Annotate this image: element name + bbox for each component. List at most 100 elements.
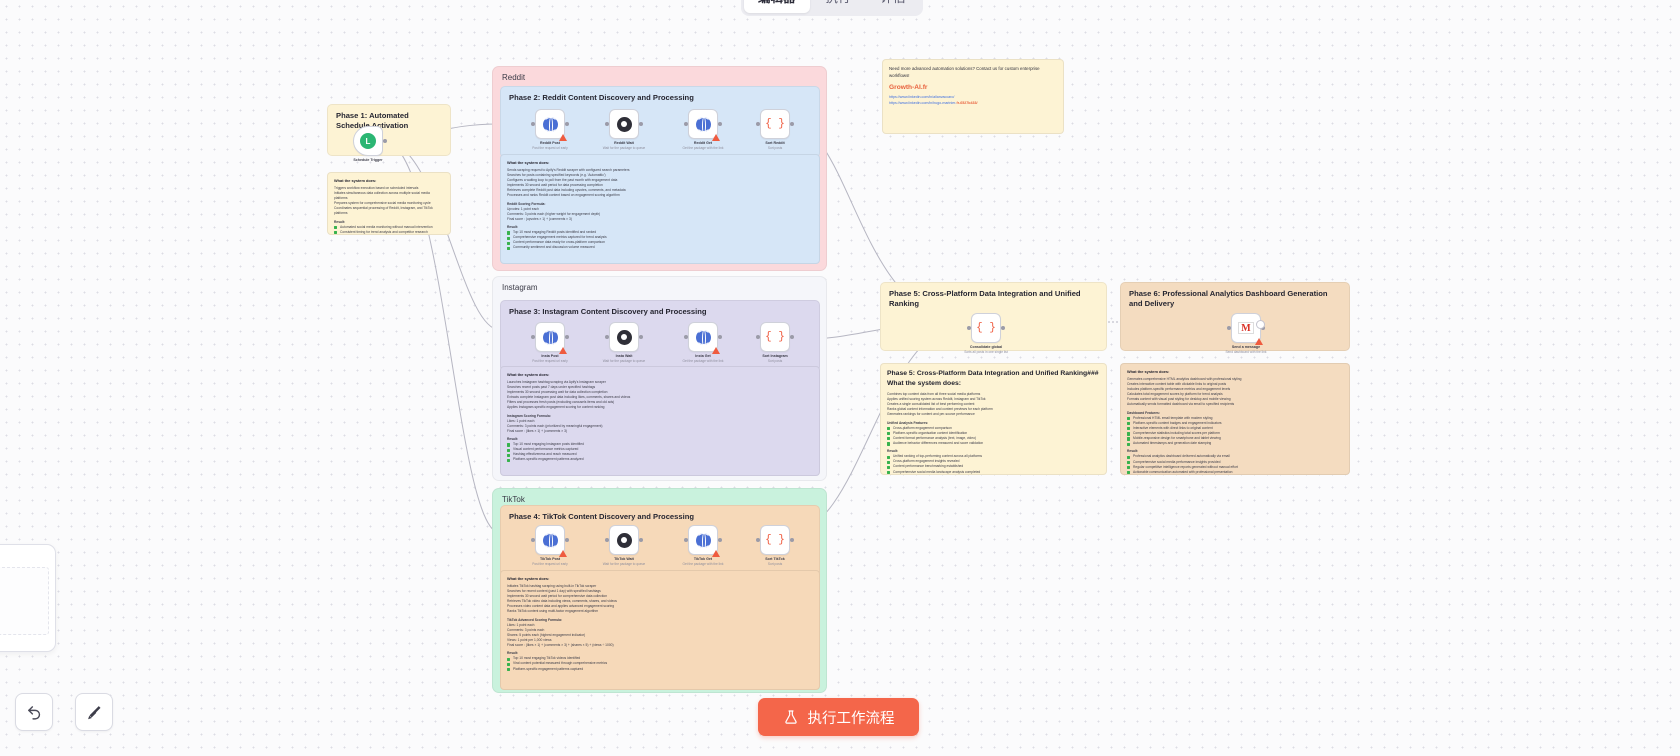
- node-insta-post[interactable]: Insta Post Post the request url early: [531, 322, 569, 363]
- node-reddit-get[interactable]: Reddit Get Get the package with the link: [683, 109, 723, 150]
- node-output-port[interactable]: [383, 139, 387, 143]
- node-output-port[interactable]: [790, 538, 794, 542]
- note-scoring-label: Instagram Scoring Formula:: [507, 413, 551, 418]
- node-input-port[interactable]: [967, 326, 971, 330]
- node-tiktok-get[interactable]: TikTok Get Get the package with the link: [683, 525, 723, 566]
- node-consolidate-global[interactable]: { } Consolidate global Sorts all posts i…: [964, 313, 1008, 354]
- node-input-port[interactable]: [684, 335, 688, 339]
- node-subtitle: Sort posts: [767, 359, 783, 363]
- promo-link-2-text: https://www.linkedin.com/in/hugo-marinie…: [889, 101, 957, 106]
- node-input-port[interactable]: [531, 122, 535, 126]
- tab-editor[interactable]: 编辑器: [744, 0, 810, 13]
- tab-executions[interactable]: 执行: [812, 0, 865, 13]
- note-scoring-label: Unified Analysis Features:: [887, 420, 929, 425]
- note-scoring: Final score : (likes × 1) + (comments × …: [507, 428, 568, 433]
- node-title: Reddit Post: [540, 141, 560, 145]
- node-subtitle: Sorts all posts in one single list: [964, 350, 1008, 354]
- node-input-port[interactable]: [605, 335, 609, 339]
- node-insta-wait[interactable]: Insta Wait Wait for the package to queue: [603, 322, 645, 363]
- note-result-label: Result:: [507, 651, 519, 656]
- node-output-port[interactable]: [565, 335, 569, 339]
- node-input-port[interactable]: [605, 122, 609, 126]
- node-output-port[interactable]: [565, 122, 569, 126]
- node-input-port[interactable]: [531, 335, 535, 339]
- node-subtitle: Wait for the package to queue: [602, 562, 646, 566]
- node-output-port[interactable]: [718, 122, 722, 126]
- node-sort-reddit[interactable]: { } Sort Reddit Sort posts: [756, 109, 794, 150]
- phase-5-title: Phase 5: Cross-Platform Data Integration…: [889, 289, 1081, 309]
- node-sort-tiktok[interactable]: { } Sort TikTok Sort posts: [756, 525, 794, 566]
- warning-icon: [712, 550, 720, 557]
- node-subtitle: Post the request url early: [532, 359, 568, 363]
- phase-1-box[interactable]: Phase 1: Automated Schedule Activation: [327, 104, 451, 156]
- node-sort-instagram[interactable]: { } Sort Instagram Sort posts: [756, 322, 794, 363]
- node-input-port[interactable]: [684, 538, 688, 542]
- note-result: Comprehensive social media performance i…: [1127, 460, 1343, 465]
- tidy-up-button[interactable]: [75, 693, 113, 731]
- node-input-port[interactable]: [531, 538, 535, 542]
- execute-workflow-button[interactable]: 执行工作流程: [758, 698, 919, 736]
- undo-button[interactable]: [15, 693, 53, 731]
- node-output-port[interactable]: [790, 335, 794, 339]
- node-reddit-post[interactable]: Reddit Post Post the request url early: [531, 109, 569, 150]
- note-result: Comprehensive social media landscape ana…: [887, 470, 1100, 474]
- note-phase-5[interactable]: Phase 5: Cross-Platform Data Integration…: [880, 363, 1107, 475]
- node-output-port[interactable]: [639, 538, 643, 542]
- note-scoring: Likes: 1 point each: [507, 622, 535, 627]
- note-header: What the system does:: [507, 160, 550, 165]
- note-line: Calculates total engagement scores by pl…: [1127, 392, 1223, 397]
- node-gmail-send[interactable]: M Send a message Send dashboard with the…: [1226, 313, 1266, 354]
- node-tiktok-wait[interactable]: TikTok Wait Wait for the package to queu…: [603, 525, 645, 566]
- node-input-port[interactable]: [605, 538, 609, 542]
- node-title: Insta Wait: [615, 354, 633, 358]
- minimap-panel[interactable]: [0, 544, 56, 652]
- node-output-port[interactable]: [639, 335, 643, 339]
- note-phase-6[interactable]: What the system does: Generates comprehe…: [1120, 363, 1350, 475]
- node-output-port[interactable]: [718, 538, 722, 542]
- group-instagram-label: Instagram: [502, 283, 538, 292]
- note-promo[interactable]: Need more advanced automation solutions?…: [882, 59, 1064, 134]
- node-input-port[interactable]: [756, 538, 760, 542]
- note-line: Applies unified scoring system across Re…: [887, 397, 986, 402]
- note-scoring: Professional HTML email template with mo…: [1127, 416, 1343, 421]
- note-scoring: Cross-platform engagement comparison: [887, 426, 1100, 431]
- node-output-port[interactable]: [718, 335, 722, 339]
- add-node-placeholder[interactable]: [1256, 320, 1265, 329]
- phase-1-title: Phase 1: Automated Schedule Activation: [336, 111, 409, 131]
- node-input-port[interactable]: [756, 122, 760, 126]
- node-subtitle: Wait for the package to queue: [602, 146, 646, 150]
- note-scoring: Shares: 5 points each (highest engagemen…: [507, 632, 586, 637]
- note-line: Searches for recent content (past 1 day)…: [507, 588, 601, 593]
- node-output-port[interactable]: [639, 122, 643, 126]
- note-result: Top 10 most engaging Reddit posts identi…: [507, 230, 813, 235]
- note-phase-3[interactable]: What the system does: Launches Instagram…: [500, 366, 820, 476]
- warning-icon: [1255, 338, 1263, 345]
- note-scoring: Mobile-responsive design for smartphone …: [1127, 436, 1343, 441]
- node-schedule-trigger[interactable]: L Schedule Trigger: [353, 126, 387, 162]
- promo-link-1[interactable]: https://www.linkedin.com/in/allanvaccaro…: [889, 95, 955, 100]
- tab-evaluation[interactable]: 评估: [867, 0, 920, 13]
- node-input-port[interactable]: [684, 122, 688, 126]
- node-title: Send a message: [1231, 345, 1261, 349]
- note-line: Processes video content data and applies…: [507, 604, 615, 609]
- note-phase-1[interactable]: What the system does: Triggers workflow …: [327, 172, 451, 235]
- http-request-icon: [695, 116, 711, 134]
- gmail-icon: M: [1238, 322, 1254, 334]
- node-output-port[interactable]: [565, 538, 569, 542]
- execute-workflow-label: 执行工作流程: [807, 710, 895, 727]
- node-reddit-wait[interactable]: Reddit Wait Wait for the package to queu…: [603, 109, 645, 150]
- node-tiktok-post[interactable]: TikTok Post Post the request url early: [531, 525, 569, 566]
- note-phase-2[interactable]: What the system does: Sends scraping req…: [500, 154, 820, 264]
- node-output-port[interactable]: [1001, 326, 1005, 330]
- note-line: Sends scraping request to Apify's Reddit…: [507, 167, 630, 172]
- node-input-port[interactable]: [1227, 326, 1231, 330]
- node-output-port[interactable]: [790, 122, 794, 126]
- promo-link-2[interactable]: https://www.linkedin.com/in/hugo-marinie…: [889, 100, 1057, 106]
- note-phase-4[interactable]: What the system does: Initiates TikTok h…: [500, 570, 820, 690]
- node-insta-get[interactable]: Insta Get Get the package with the link: [683, 322, 723, 363]
- minimap-viewport: [0, 567, 49, 635]
- phase-3-title: Phase 3: Instagram Content Discovery and…: [509, 307, 707, 316]
- node-input-port[interactable]: [756, 335, 760, 339]
